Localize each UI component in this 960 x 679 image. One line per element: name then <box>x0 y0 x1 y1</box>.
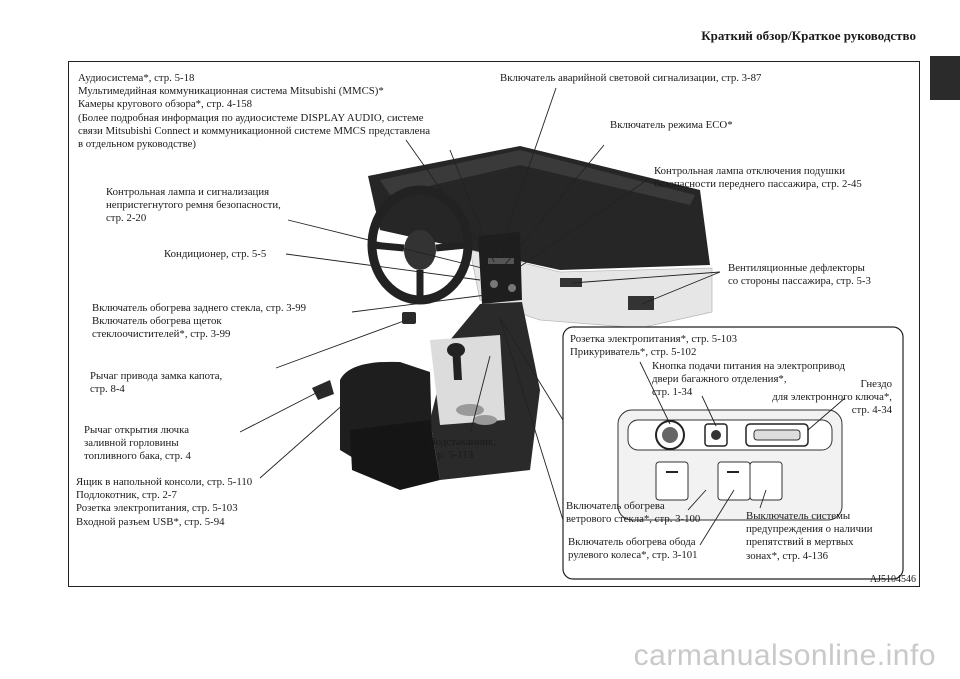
label-hazard-switch: Включатель аварийной световой сигнализац… <box>500 72 762 84</box>
label-airbag-off-lamp: Контрольная лампа отключения подушки без… <box>654 165 862 191</box>
label-console-box: Ящик в напольной консоли, стр. 5-110 Под… <box>76 476 253 528</box>
label-key-slot: Гнездо для электронного ключа*, стр. 4-3… <box>772 378 892 417</box>
page-header-title: Краткий обзор/Краткое руководство <box>701 28 916 43</box>
label-passenger-vents: Вентиляционные дефлекторы со стороны пас… <box>728 262 871 288</box>
label-power-socket: Розетка электропитания*, стр. 5-103 Прик… <box>570 333 737 359</box>
label-seatbelt-warning: Контрольная лампа и сигнализация неприст… <box>106 186 281 225</box>
section-tab <box>930 56 960 100</box>
label-eco-switch: Включатель режима ECO* <box>610 119 733 131</box>
label-air-conditioner: Кондиционер, стр. 5-5 <box>164 248 267 260</box>
label-rear-defogger: Включатель обогрева заднего стекла, стр.… <box>92 302 307 341</box>
label-hood-release: Рычаг привода замка капота, стр. 8-4 <box>90 370 223 396</box>
label-steering-heater: Включатель обогрева обода рулевого колес… <box>568 536 698 562</box>
watermark: carmanualsonline.info <box>633 639 936 672</box>
label-blind-spot-switch: Выключатель системы предупреждения о нал… <box>746 510 873 562</box>
figure-frame <box>68 61 920 587</box>
label-tailgate-button: Кнопка подачи питания на электропривод д… <box>652 360 845 399</box>
label-cupholder: Подстаканник, стр. 5-113 <box>428 436 496 462</box>
label-windshield-heater: Включатель обогрева ветрового стекла*, с… <box>566 500 701 526</box>
figure-code: AJ5104546 <box>869 574 916 585</box>
label-fuel-door: Рычаг открытия лючка заливной горловины … <box>84 424 191 463</box>
label-audio-system: Аудиосистема*, стр. 5-18 Мультимедийная … <box>78 72 431 151</box>
